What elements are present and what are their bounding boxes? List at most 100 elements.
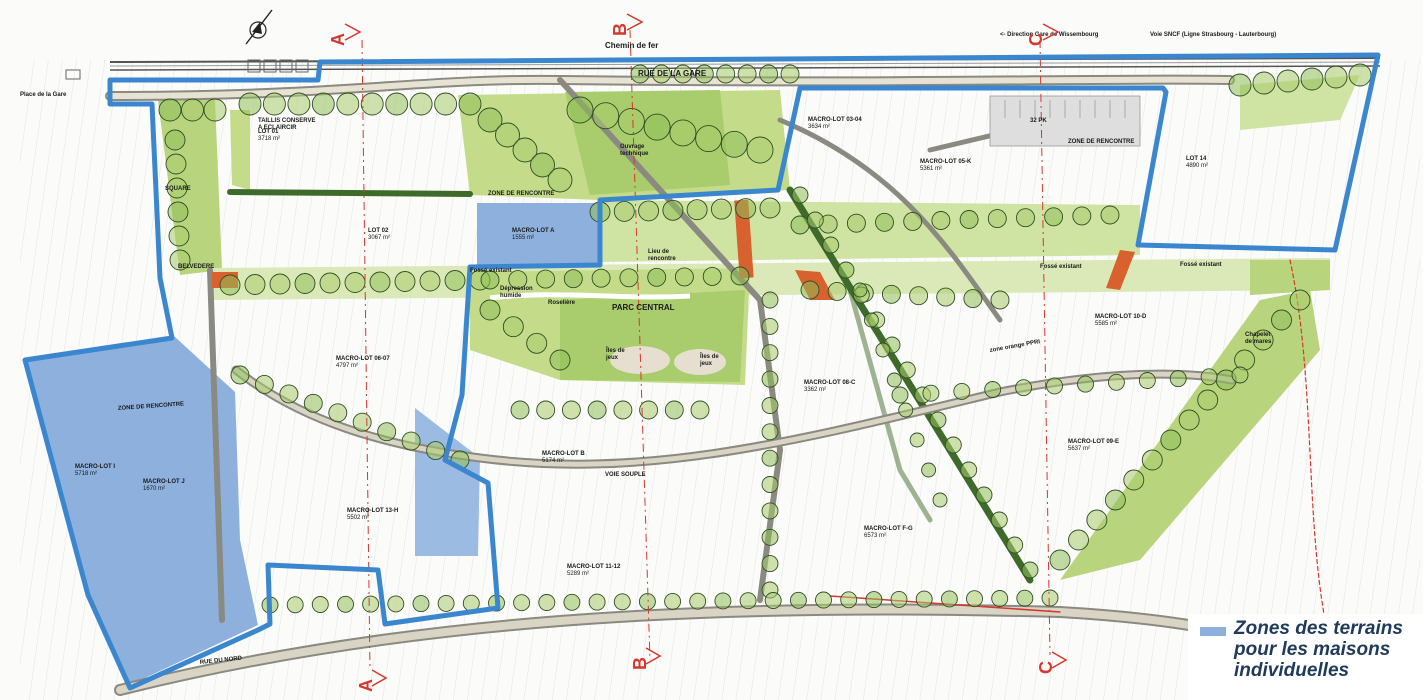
tree-icon	[689, 592, 707, 610]
tree-icon	[613, 593, 631, 611]
tree-icon	[886, 372, 902, 388]
section-lines	[361, 29, 1051, 671]
tree-icon	[336, 92, 360, 116]
tree-icon	[759, 197, 781, 219]
tree-icon	[587, 400, 607, 420]
tree-icon	[479, 299, 501, 321]
tree-icon	[294, 273, 316, 294]
tree-icon	[1006, 536, 1024, 554]
rail-label: Chemin de fer	[605, 41, 658, 50]
tree-icon	[990, 511, 1008, 529]
tree-icon	[852, 282, 868, 298]
tree-icon	[695, 125, 723, 153]
tree-icon	[563, 593, 581, 611]
tree-icon	[716, 64, 736, 84]
legend-swatch	[1200, 627, 1226, 636]
tree-icon	[592, 102, 620, 130]
tree-icon	[761, 502, 779, 520]
tree-icon	[865, 591, 883, 609]
tree-icon	[1197, 389, 1219, 411]
label-voie-souple: VOIE SOUPLE	[605, 472, 646, 478]
tree-icon	[664, 592, 682, 610]
tree-icon	[303, 393, 323, 413]
tree-icon	[761, 344, 779, 362]
tree-icon	[790, 215, 810, 235]
tree-icon	[761, 397, 779, 414]
tree-icon	[827, 281, 847, 301]
tree-icon	[638, 593, 656, 611]
tree-icon	[1100, 205, 1120, 225]
tree-icon	[815, 591, 832, 609]
tree-icon	[477, 107, 503, 133]
label-parc-central: PARC CENTRAL	[612, 303, 675, 312]
tree-icon	[639, 400, 659, 420]
tree-icon	[337, 595, 354, 613]
tree-icon	[875, 342, 891, 358]
tree-icon	[181, 98, 204, 122]
tree-icon	[409, 92, 433, 116]
tree-icon	[419, 270, 441, 292]
green-spaces	[158, 75, 1360, 580]
tree-icon	[426, 441, 446, 461]
tree-icon	[434, 92, 458, 116]
tree-icon	[987, 209, 1007, 229]
tree-icon	[759, 64, 779, 84]
tree-icon	[735, 198, 757, 220]
tree-icon	[840, 591, 858, 609]
section-marker-icon: A B C A B C	[328, 13, 1068, 692]
tree-icon	[480, 270, 500, 290]
tree-icon	[167, 201, 189, 223]
label-fosse-2: Fossé existant	[1040, 264, 1082, 270]
tree-icon	[800, 280, 820, 300]
tree-icon	[508, 270, 528, 290]
section-a-bottom: A	[356, 679, 376, 692]
tree-icon	[761, 291, 779, 309]
tree-icon	[903, 211, 923, 231]
tree-icon	[1138, 372, 1156, 389]
tree-icon	[510, 400, 530, 420]
tree-icon	[746, 136, 774, 164]
tree-icon	[536, 400, 556, 420]
label-square: SQUARE	[165, 186, 191, 192]
tree-icon	[891, 386, 909, 404]
station-buildings	[65, 59, 309, 80]
tree-icon	[344, 272, 366, 293]
tree-icon	[311, 596, 329, 613]
tree-icon	[561, 400, 581, 420]
tree-icon	[526, 332, 548, 354]
tree-icon	[909, 286, 929, 306]
tree-icon	[369, 271, 391, 293]
tree-icon	[922, 384, 940, 402]
tree-icon	[959, 210, 979, 229]
tree-icon	[538, 594, 556, 611]
tree-icon	[377, 422, 397, 442]
tree-icon	[254, 374, 274, 394]
tree-icon	[169, 249, 191, 271]
label-zone-rencontre-top: ZONE DE RENCONTRE	[488, 191, 554, 197]
tree-icon	[674, 267, 694, 287]
tree-icon	[412, 595, 430, 613]
tree-icon	[1072, 206, 1092, 226]
tree-icon	[1021, 561, 1039, 579]
tree-icon	[822, 236, 840, 254]
parking-area	[989, 95, 1141, 147]
rail-direction-left: <- Direction Gare de Wissembourg	[1000, 32, 1099, 38]
tree-icon	[502, 316, 524, 338]
tree-icon	[547, 167, 573, 193]
tree-icon	[975, 486, 993, 504]
tree-icon	[761, 370, 779, 388]
tree-icon	[963, 289, 983, 309]
tree-icon	[761, 317, 779, 335]
tree-icon	[1252, 329, 1274, 351]
tree-icon	[761, 423, 779, 441]
tree-icon	[780, 64, 800, 84]
tree-icon	[791, 186, 809, 204]
